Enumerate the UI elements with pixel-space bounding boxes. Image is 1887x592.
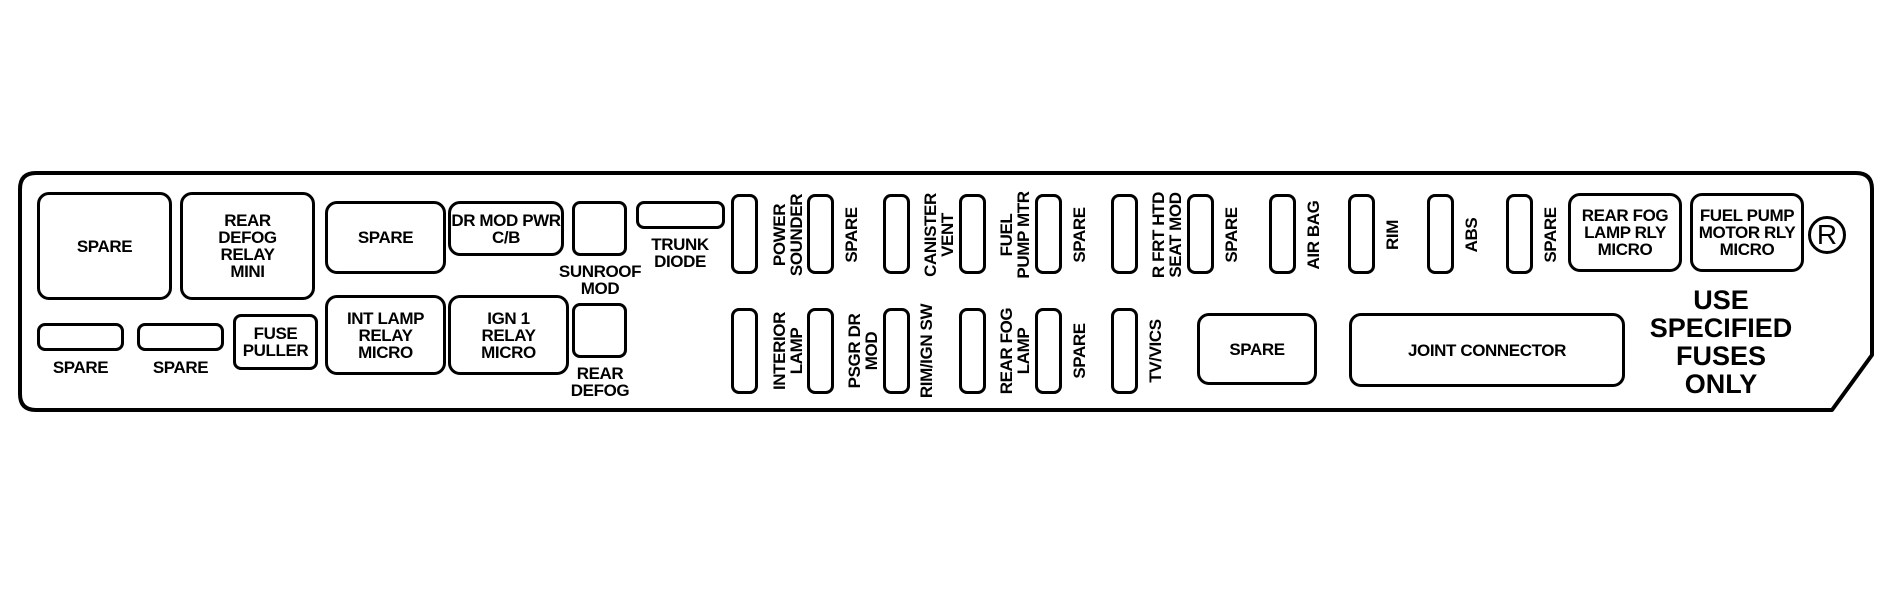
int-lamp-relay-micro-label: INT LAMP RELAY MICRO bbox=[346, 308, 425, 362]
rear-defog-label: REAR DEFOG bbox=[570, 364, 630, 400]
abs-fuse bbox=[1427, 194, 1454, 274]
r-frt-htd-seat-mod-fuse bbox=[1111, 194, 1138, 274]
dr-mod-pwr-cb-label: DR MOD PWR C/B bbox=[451, 210, 561, 247]
fuse-puller bbox=[233, 314, 318, 370]
power-sounder-fuse bbox=[731, 194, 758, 274]
psgr-dr-mod-fuse bbox=[807, 308, 834, 394]
rear-defog-relay-mini-label: REAR DEFOG RELAY MINI bbox=[218, 211, 277, 281]
trunk-diode-label: TRUNK DIODE bbox=[651, 235, 709, 271]
canister-vent-fuse bbox=[883, 194, 910, 274]
spare-fuse-7 bbox=[1187, 194, 1214, 274]
psgr-dr-mod-label: PSGR DR MOD bbox=[845, 313, 881, 389]
spare-fuse-small-1 bbox=[37, 323, 124, 351]
spare-fuse-5-label: SPARE bbox=[1069, 207, 1089, 263]
fuse-puller-label: FUSE PULLER bbox=[242, 324, 309, 360]
fuel-pump-motor-relay-micro bbox=[1690, 193, 1804, 272]
spare-fuse-2 bbox=[807, 194, 834, 274]
spare-fuse-small-2-label: SPARE bbox=[152, 357, 209, 377]
spare-fuse-7-label: SPARE bbox=[1221, 207, 1241, 263]
sunroof-mod-label: SUNROOF MOD bbox=[558, 262, 642, 298]
ign1-relay-micro-label: IGN 1 RELAY MICRO bbox=[481, 308, 536, 362]
power-sounder-label: POWER SOUNDER bbox=[770, 193, 806, 277]
spare-fuse-small-2 bbox=[137, 323, 224, 351]
r-frt-htd-seat-mod-label: R FRT HTD SEAT MOD bbox=[1149, 191, 1185, 279]
ign1-relay-micro bbox=[448, 295, 569, 375]
rear-defog-relay-mini bbox=[180, 192, 315, 300]
air-bag-label: AIR BAG bbox=[1303, 200, 1323, 270]
rear-fog-lamp-relay-micro bbox=[1568, 193, 1682, 272]
spare-relay-mid-label: SPARE bbox=[357, 228, 414, 247]
spare-fuse-b5 bbox=[1035, 308, 1062, 394]
rim-fuse bbox=[1348, 194, 1375, 274]
spare-relay-large-label: SPARE bbox=[76, 236, 133, 256]
int-lamp-relay-micro bbox=[325, 295, 446, 375]
abs-label: ABS bbox=[1461, 217, 1481, 253]
trunk-diode bbox=[636, 201, 725, 229]
sunroof-mod-fuse bbox=[572, 201, 627, 256]
canister-vent-label: CANISTER VENT bbox=[921, 193, 957, 277]
spare-fuse-11 bbox=[1506, 194, 1533, 274]
air-bag-fuse bbox=[1269, 194, 1296, 274]
rear-fog-lamp-relay-micro-label: REAR FOG LAMP RLY MICRO bbox=[1581, 206, 1669, 259]
spare-maxi-fuse bbox=[1197, 313, 1317, 385]
spare-fuse-11-label: SPARE bbox=[1540, 207, 1560, 263]
registered-mark-icon: R bbox=[1808, 216, 1846, 254]
joint-connector bbox=[1349, 313, 1625, 387]
interior-lamp-fuse bbox=[731, 308, 758, 394]
spare-fuse-5 bbox=[1035, 194, 1062, 274]
rear-defog-fuse bbox=[572, 303, 627, 358]
spare-maxi-fuse-label: SPARE bbox=[1229, 339, 1285, 359]
tv-vics-label: TV/VICS bbox=[1145, 319, 1165, 383]
rear-fog-lamp-fuse bbox=[959, 308, 986, 394]
rim-ign-sw-fuse bbox=[883, 308, 910, 394]
use-specified-fuses-note: USE SPECIFIED FUSES ONLY bbox=[1649, 285, 1793, 399]
rear-fog-lamp-label: REAR FOG LAMP bbox=[997, 307, 1033, 395]
fuel-pump-mtr-fuse bbox=[959, 194, 986, 274]
fuel-pump-mtr-label: FUEL PUMP MTR bbox=[997, 191, 1033, 279]
spare-fuse-2-label: SPARE bbox=[841, 207, 861, 263]
dr-mod-pwr-cb bbox=[448, 201, 564, 256]
spare-relay-mid bbox=[325, 201, 446, 274]
rim-label: RIM bbox=[1382, 220, 1402, 250]
fuel-pump-motor-relay-micro-label: FUEL PUMP MOTOR RLY MICRO bbox=[1698, 206, 1796, 259]
tv-vics-fuse bbox=[1111, 308, 1138, 394]
interior-lamp-label: INTERIOR LAMP bbox=[770, 311, 806, 391]
rim-ign-sw-label: RIM/IGN SW bbox=[916, 303, 936, 399]
spare-fuse-small-1-label: SPARE bbox=[52, 357, 109, 377]
spare-fuse-b5-label: SPARE bbox=[1069, 323, 1089, 379]
spare-relay-large bbox=[37, 192, 172, 300]
joint-connector-label: JOINT CONNECTOR bbox=[1407, 340, 1567, 360]
